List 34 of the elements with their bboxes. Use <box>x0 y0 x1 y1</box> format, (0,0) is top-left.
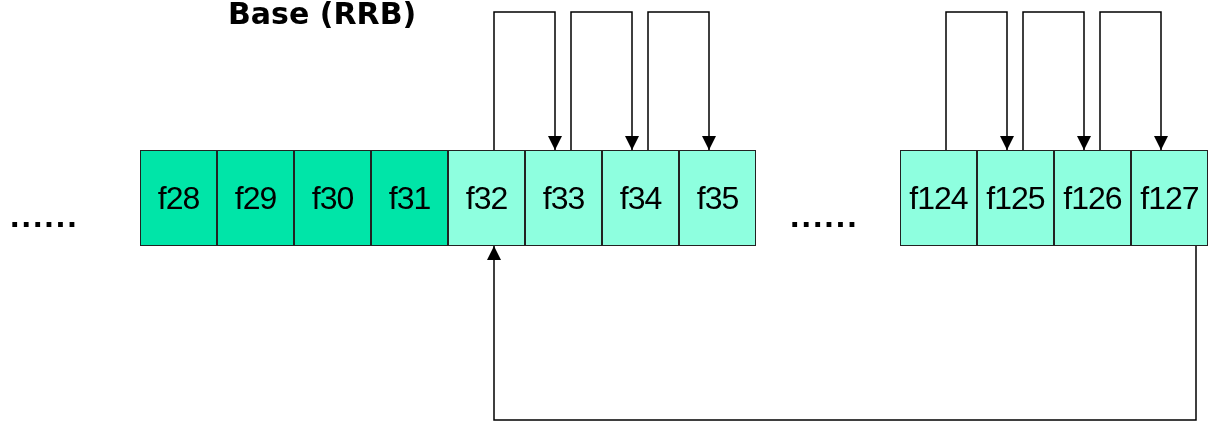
ellipsis: ...... <box>790 196 859 235</box>
register-label: f31 <box>388 179 431 217</box>
register-label: f127 <box>1140 179 1199 217</box>
loop-arrow <box>570 11 639 151</box>
register-cell <box>977 150 1054 246</box>
register-label: f33 <box>542 179 585 217</box>
register-label: f34 <box>619 179 662 217</box>
register-cell <box>371 150 448 246</box>
register-cell <box>602 150 679 246</box>
register-label: f125 <box>986 179 1045 217</box>
register-label: f126 <box>1063 179 1122 217</box>
loop-arrow <box>487 245 1197 421</box>
loop-arrow <box>1099 11 1168 151</box>
register-cell <box>679 150 756 246</box>
register-cell <box>1131 150 1208 246</box>
loop-arrow <box>647 11 716 151</box>
register-label: f32 <box>465 179 508 217</box>
ellipsis: ...... <box>10 196 79 235</box>
diagram-title: Base (RRB) <box>228 0 417 31</box>
loop-arrow <box>493 11 562 151</box>
register-cell <box>525 150 602 246</box>
loop-arrow <box>945 11 1014 151</box>
loop-arrow <box>1022 11 1091 151</box>
register-label: f28 <box>157 179 200 217</box>
register-cell <box>217 150 294 246</box>
register-cell <box>900 150 977 246</box>
register-cell <box>1054 150 1131 246</box>
register-label: f29 <box>234 179 277 217</box>
register-cell <box>294 150 371 246</box>
register-cell <box>140 150 217 246</box>
register-cell <box>448 150 525 246</box>
register-label: f35 <box>696 179 739 217</box>
register-label: f124 <box>909 179 968 217</box>
register-label: f30 <box>311 179 354 217</box>
